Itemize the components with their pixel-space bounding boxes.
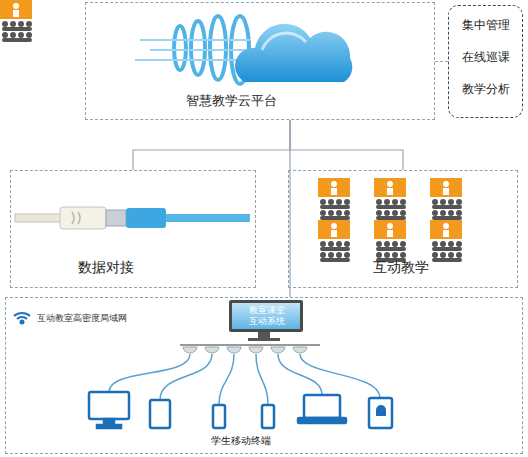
platform-box: 智慧教学云平台 <box>85 2 435 120</box>
classroom-icons <box>0 0 462 262</box>
monitor-stand <box>248 331 280 341</box>
node-label: 数据对接 <box>51 259 161 276</box>
usb-cable-illustration <box>15 207 250 229</box>
node-label: 集中管理 <box>449 18 522 32</box>
feature-box: 集中管理在线巡课教学分析 <box>448 5 523 118</box>
node-label: 智慧教学云平台 <box>131 93 331 109</box>
connector-line <box>290 120 403 170</box>
node-label: 在线巡课 <box>449 50 522 64</box>
connector-line <box>290 120 291 297</box>
node-label: 学生移动终端 <box>186 435 296 447</box>
wifi-icon <box>14 313 30 324</box>
access-points <box>180 345 320 353</box>
lan-box: 互动教室高密度局域网学生移动终端 教室课堂 互动系统 <box>5 297 523 454</box>
student-devices <box>89 392 392 428</box>
node-label: 互动教室高密度局域网 <box>37 313 167 324</box>
data-box: 数据对接 <box>10 170 256 288</box>
teaching-box: 互动教学 <box>288 170 518 288</box>
node-label: 互动教学 <box>346 259 456 276</box>
connector-line <box>435 61 448 62</box>
classroom-system-screen: 教室课堂 互动系统 <box>229 300 303 332</box>
node-label: 教学分析 <box>449 82 522 96</box>
cloud-illustration <box>135 16 352 84</box>
node-label: 教室课堂 互动系统 <box>244 305 290 327</box>
connector-line <box>133 120 290 170</box>
